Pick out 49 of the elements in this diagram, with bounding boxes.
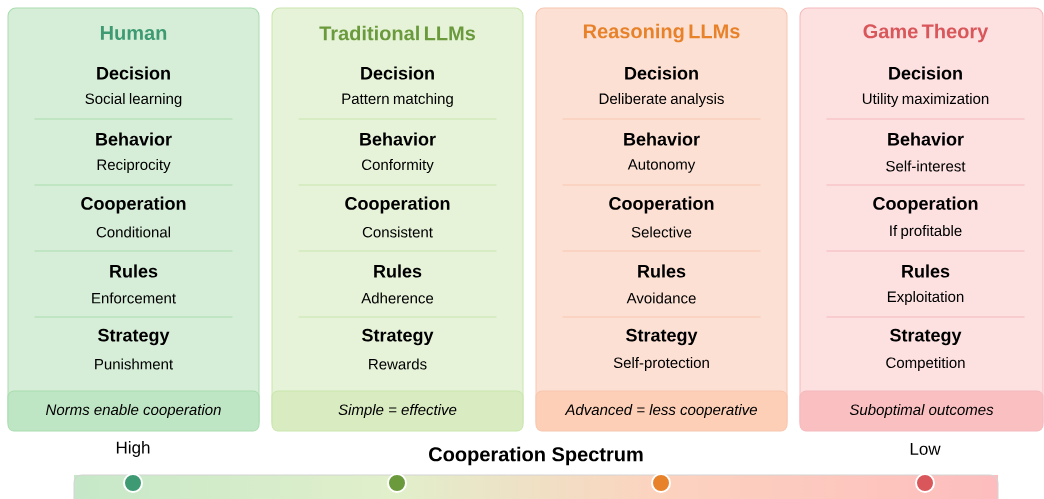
row-heading: Cooperation [609,196,714,214]
row-value: Social learning [85,93,182,107]
row-heading: Behavior [360,132,436,146]
footer-band: Advanced = less cooperative [535,390,788,432]
footer-band: Norms enable cooperation [7,390,260,432]
row-heading: Cooperation [873,196,978,214]
row-heading: Behavior [96,132,172,146]
row-heading: Decision [97,66,170,80]
row-heading: Strategy [626,328,698,346]
column-title: Reasoning LLMs [583,23,740,43]
row-heading: Rules [374,264,422,278]
row-value: Consistent [362,226,433,238]
column-title: Game Theory [863,23,989,43]
row-heading: Strategy [98,328,170,346]
row-value: Punishment [95,358,173,370]
row-heading: Decision [889,66,962,80]
row-value: If profitable [890,225,962,239]
footer-band: Simple = effective [271,390,524,432]
row-value: Enforcement [92,292,176,304]
row-value: Selective [631,226,692,238]
row-heading: Cooperation [81,196,186,214]
row-value: Exploitation [887,291,964,305]
row-value: Utility maximization [862,93,989,107]
row-heading: Decision [361,66,434,80]
spectrum-title: Cooperation Spectrum [429,446,643,466]
row-value: Rewards [369,358,427,370]
column-title: Traditional LLMs [319,25,476,41]
row-value: Self-protection [613,357,709,371]
row-heading: Strategy [890,328,962,346]
row-value: Conditional [96,226,170,238]
row-value: Reciprocity [97,159,171,173]
row-heading: Rules [110,264,158,278]
row-value: Competition [886,357,965,371]
row-heading: Strategy [362,328,434,346]
row-heading: Behavior [624,132,700,146]
footer-band: Suboptimal outcomes [799,390,1044,432]
row-value: Autonomy [627,159,696,173]
row-value: Avoidance [626,292,696,304]
row-heading: Rules [638,264,686,278]
row-value: Conformity [362,159,434,173]
row-heading: Rules [902,264,950,278]
row-heading: Cooperation [345,196,450,214]
column-title: Human [100,26,167,40]
row-value: Adherence [361,292,434,304]
row-heading: Behavior [888,132,964,146]
row-heading: Decision [625,66,698,80]
row-value: Pattern matching [342,93,453,107]
row-value: Self-interest [886,160,966,172]
row-value: Deliberate analysis [599,93,724,107]
